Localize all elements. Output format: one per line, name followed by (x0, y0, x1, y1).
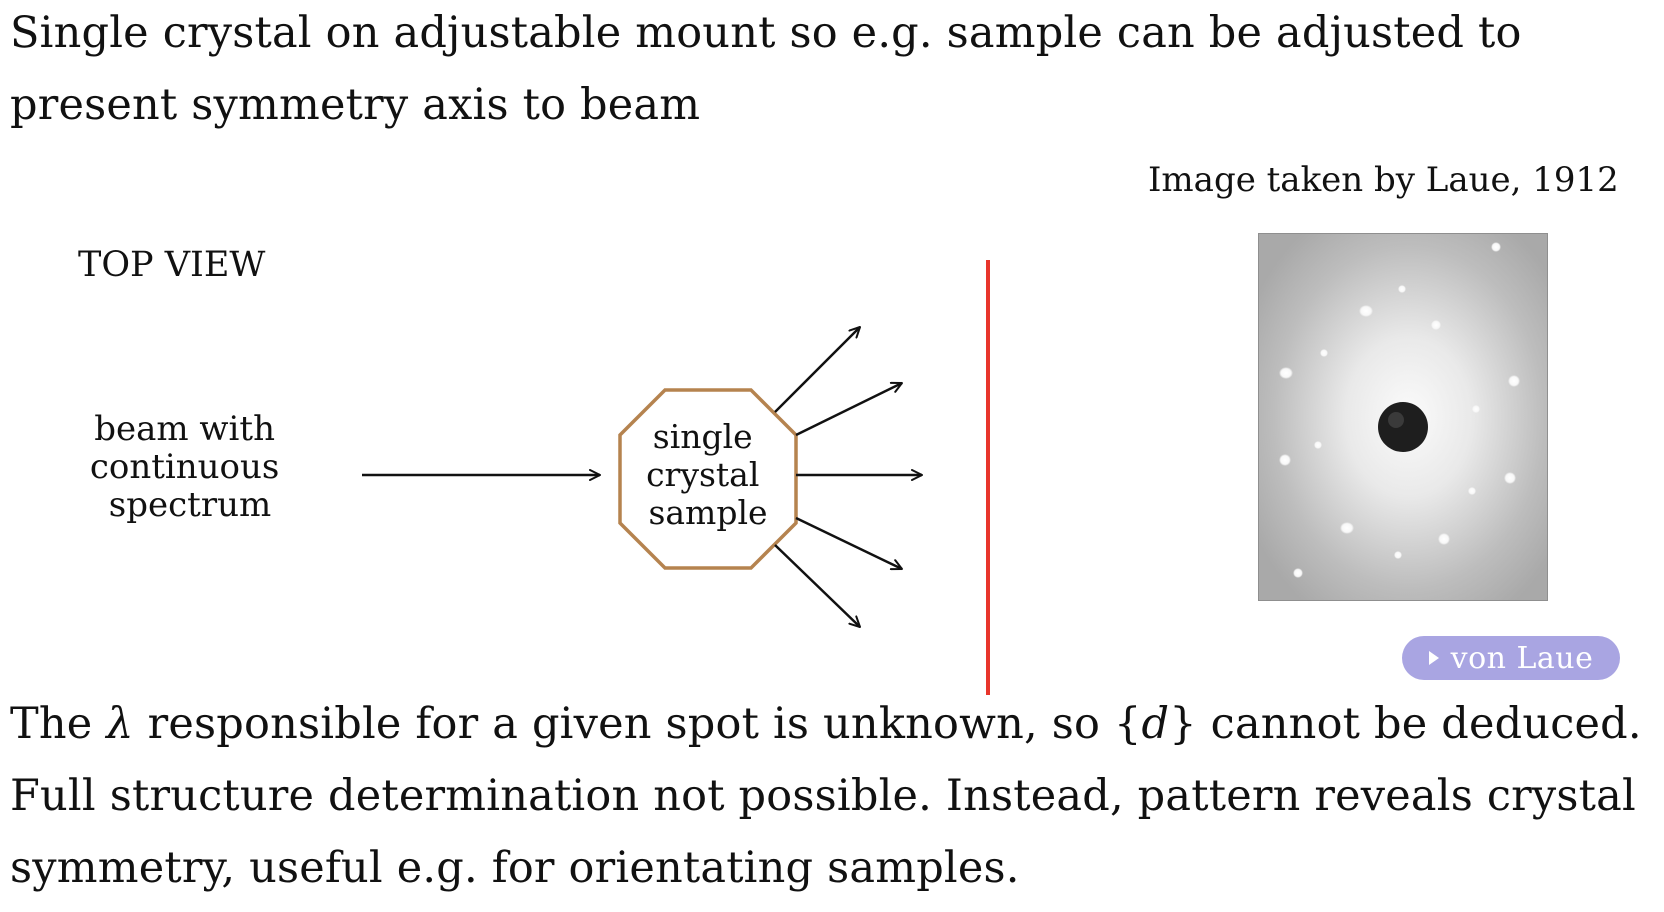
conclusion-part: responsible for a given spot is unknown,… (133, 699, 1114, 749)
diffraction-spot (1491, 242, 1501, 252)
sample-label-line: sample (648, 493, 767, 532)
conclusion-part: cannot be deduced. Full structure determ… (10, 699, 1642, 893)
set-open-brace: { (1113, 699, 1142, 749)
sample-label: single crystal sample (646, 417, 770, 532)
diffracted-beams (774, 326, 923, 628)
conclusion-text: The λ responsible for a given spot is un… (10, 688, 1650, 904)
diffraction-spot (1431, 320, 1441, 330)
diffraction-spot (1438, 533, 1450, 545)
intro-text: Single crystal on adjustable mount so e.… (10, 8, 1522, 130)
sample-label-line: crystal (646, 455, 759, 494)
diffraction-spots (1279, 242, 1520, 578)
diffraction-spot (1279, 367, 1293, 379)
diffraction-spot (1398, 285, 1406, 293)
diffracted-beam-arrow (774, 326, 861, 413)
diffraction-spot (1504, 472, 1516, 484)
diffraction-spot (1508, 375, 1520, 387)
diffracted-beam-arrow (795, 381, 903, 437)
diffraction-spot (1293, 568, 1303, 578)
diffraction-spot (1340, 522, 1354, 534)
beam-label: beam with continuous spectrum (90, 409, 290, 525)
top-view-label: TOP VIEW (78, 245, 265, 285)
von-laue-link-label: von Laue (1450, 640, 1594, 676)
figure-caption: Image taken by Laue, 1912 (1148, 160, 1619, 200)
diffracted-beam-arrow (795, 516, 903, 571)
diffracted-beam-arrow (774, 544, 861, 628)
laue-diffraction-photograph (1258, 233, 1548, 601)
diffraction-spot (1468, 487, 1476, 495)
laue-setup-diagram: TOP VIEW beam with continuous spectrum s… (78, 245, 990, 695)
sample-label-line: single (653, 417, 753, 456)
diffraction-spot (1320, 349, 1328, 357)
beam-stop (1378, 402, 1428, 452)
set-close-brace: } (1169, 699, 1197, 749)
lambda-symbol: λ (106, 699, 134, 749)
crystal-sample (618, 388, 798, 570)
diffraction-spot (1394, 551, 1402, 559)
conclusion-part: The (10, 699, 107, 749)
beam-label-line: spectrum (109, 485, 271, 525)
beam-label-line: beam with (94, 409, 275, 449)
diffraction-spot (1472, 405, 1480, 413)
von-laue-link-button[interactable]: von Laue (1402, 636, 1620, 680)
beam-label-line: continuous (90, 447, 280, 487)
spacing-variable: d (1141, 699, 1170, 749)
play-triangle-icon (1428, 651, 1439, 665)
diffraction-spot (1279, 454, 1291, 466)
diffraction-spot (1314, 441, 1322, 449)
diffraction-spot (1359, 305, 1373, 317)
